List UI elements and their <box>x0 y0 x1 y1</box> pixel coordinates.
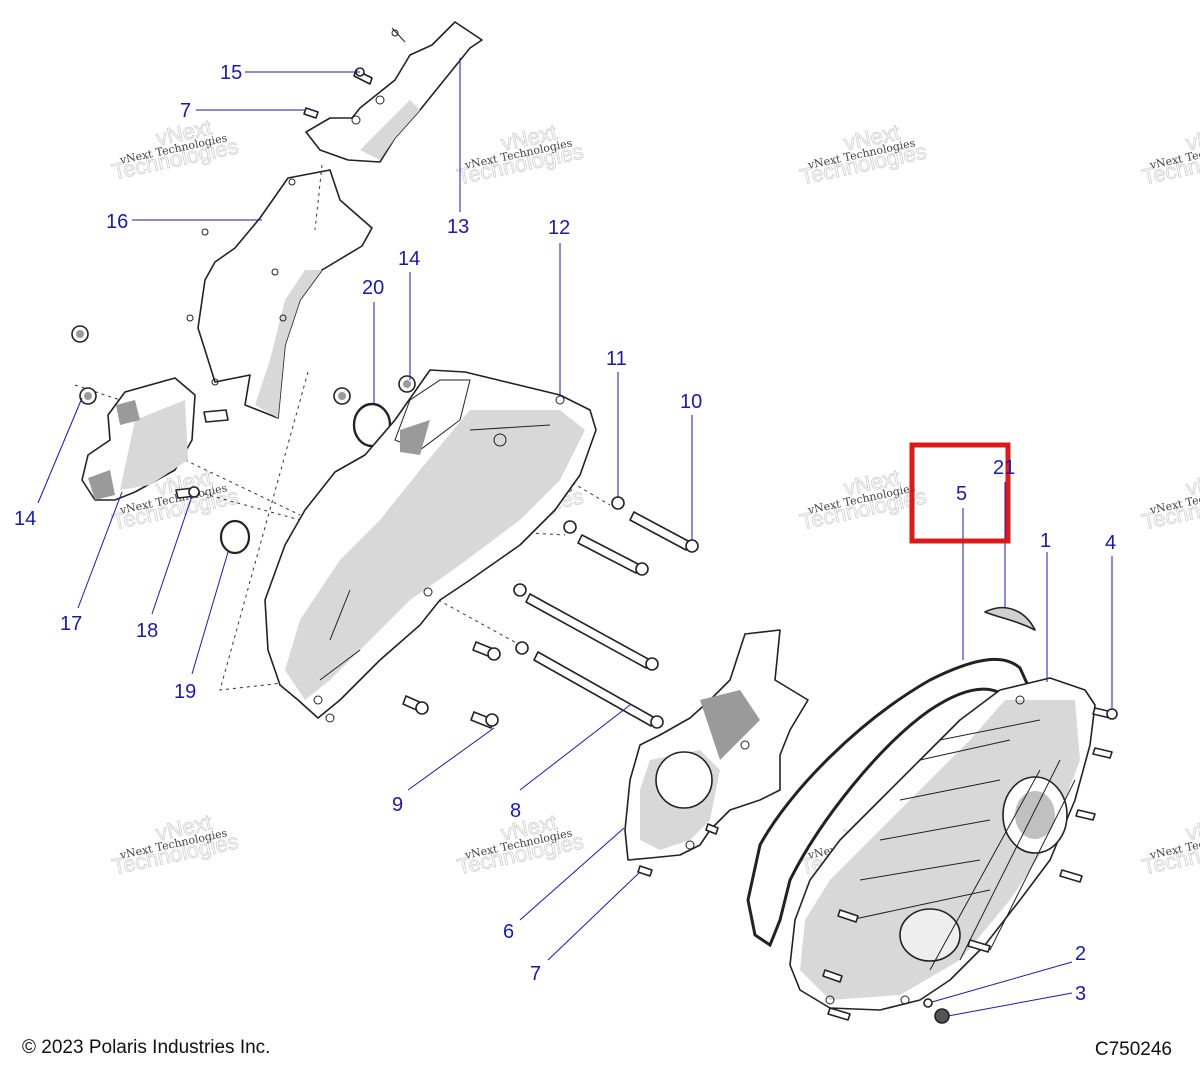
callout-4: 4 <box>1105 532 1116 554</box>
callout-10: 10 <box>680 391 702 413</box>
part-bolt-long <box>525 593 659 671</box>
part-nut <box>71 325 89 343</box>
part-15-bolt <box>353 67 373 85</box>
part-6-heat-shield <box>624 629 809 861</box>
callout-12: 12 <box>548 217 570 239</box>
part-21-gasket <box>984 606 1036 631</box>
callout-19: 19 <box>174 681 196 703</box>
callout-8: 8 <box>510 800 521 822</box>
callout-7: 7 <box>530 963 541 985</box>
part-screw <box>705 823 719 835</box>
callouts: 15 7 16 13 12 14 20 11 10 14 17 18 19 9 … <box>14 62 1116 1005</box>
part-14-nut-left <box>79 387 97 405</box>
callout-6: 6 <box>503 921 514 943</box>
leader-lines <box>37 58 1113 1017</box>
callout-9: 9 <box>392 794 403 816</box>
part-7-screw-top <box>303 107 319 119</box>
callout-14: 14 <box>398 248 420 270</box>
watermark: vNext Technologies vNext Technologies <box>109 114 241 185</box>
part-2-washer <box>923 998 933 1008</box>
part-10-long-bolt <box>629 511 699 553</box>
callout-5: 5 <box>956 483 967 505</box>
part-9-bolt <box>402 695 429 715</box>
part-14-nut-right <box>398 375 416 393</box>
callout-15: 15 <box>220 62 242 84</box>
part-9-bolt <box>470 711 499 729</box>
watermark: vNext Technologies vNext Technologies <box>454 119 586 190</box>
part-19-ring <box>219 519 251 555</box>
callout-14: 14 <box>14 508 36 530</box>
part-16-shield <box>186 169 373 419</box>
part-nut <box>333 387 351 405</box>
watermark: vNext Technologies vNext Technologies <box>797 119 929 190</box>
callout-3: 3 <box>1075 983 1086 1005</box>
watermark: vNext Technologies vNext Technologies <box>797 464 929 535</box>
part-12-inner-cover <box>264 369 597 723</box>
callout-1: 1 <box>1040 530 1051 552</box>
part-18-bolt <box>175 486 200 499</box>
callout-20: 20 <box>362 277 384 299</box>
part-cover-bolts <box>822 707 1118 1021</box>
callout-18: 18 <box>136 620 158 642</box>
part-17-mount <box>81 377 196 501</box>
part-bolt <box>203 409 229 423</box>
watermark: vNext Technologies vNext Technologies <box>109 809 241 880</box>
part-7-screw-bottom <box>637 865 653 877</box>
part-11-washer <box>513 496 625 655</box>
diagram-code: C750246 <box>1094 1039 1172 1060</box>
callout-21: 21 <box>993 457 1015 479</box>
part-9-bolt <box>472 641 501 661</box>
callout-16: 16 <box>106 211 128 233</box>
watermark: vNext Technologies vNext Technologies <box>1139 119 1200 190</box>
part-1-outer-cover <box>789 677 1096 1011</box>
callout-17: 17 <box>60 613 82 635</box>
part-8-long-bolt <box>533 651 664 729</box>
callout-7: 7 <box>180 100 191 122</box>
part-3-plug <box>934 1008 950 1024</box>
callout-13: 13 <box>447 216 469 238</box>
watermark: vNext Technologies vNext Technologies <box>1139 464 1200 535</box>
part-bolt-long <box>577 534 649 576</box>
copyright-text: © 2023 Polaris Industries Inc. <box>22 1037 271 1058</box>
part-13-bracket <box>305 21 483 163</box>
watermark: vNext Technologies vNext Technologies <box>1139 809 1200 880</box>
callout-11: 11 <box>606 348 627 370</box>
callout-2: 2 <box>1075 943 1086 965</box>
highlight-box <box>909 442 1011 544</box>
